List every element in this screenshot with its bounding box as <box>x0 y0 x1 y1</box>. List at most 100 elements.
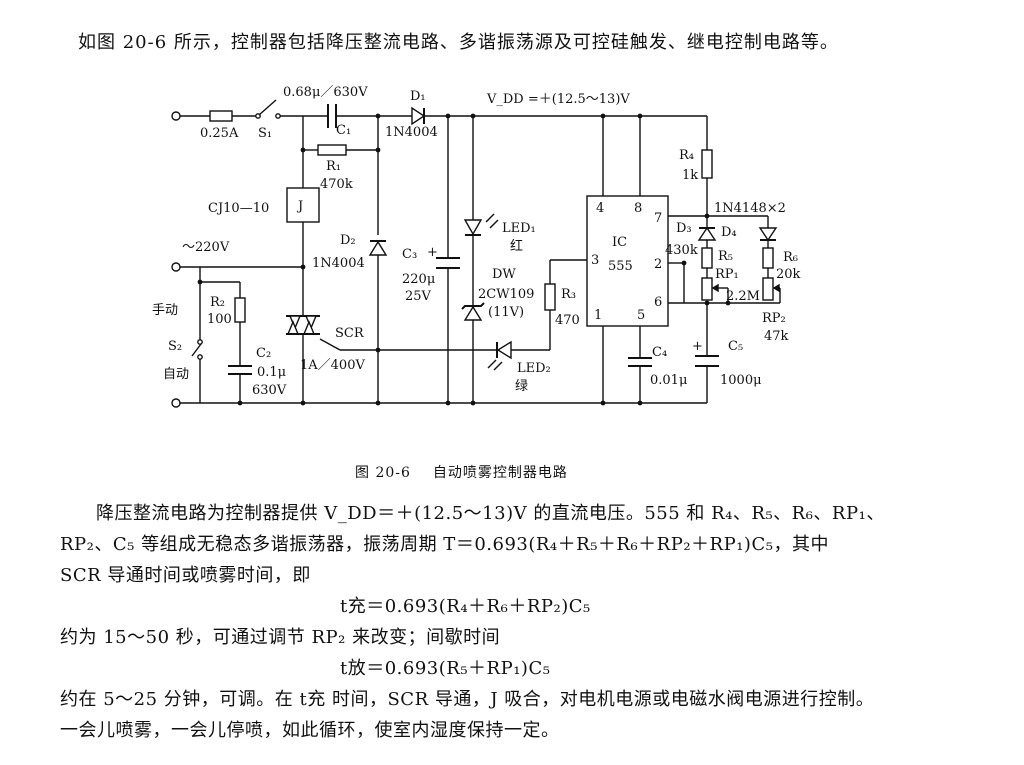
switch-s1-symbol <box>255 99 281 119</box>
formula-charge: t充＝0.693(R₄＋R₆＋RP₂)C₅ <box>340 596 591 617</box>
circuit-diagram: 0.25A S₁ 0.68μ／630V C₁ D₁ 1N4004 V_DD =＋… <box>152 85 801 408</box>
label-pin4: 4 <box>596 201 604 216</box>
resistor-r6-symbol <box>762 247 774 269</box>
figure-title: 自动喷雾控制器电路 <box>432 465 568 481</box>
potentiometer-rp2-symbol <box>762 277 780 301</box>
diode-d4-symbol <box>758 227 778 242</box>
label-pin3: 3 <box>591 253 599 268</box>
label-led1: LED₁ <box>502 221 536 236</box>
terminal-bottom <box>171 398 181 408</box>
label-r5: R₅ <box>718 249 733 264</box>
label-pin1: 1 <box>594 308 602 323</box>
diode-d1-symbol <box>411 106 426 126</box>
label-c3-value: 220μ <box>402 272 435 287</box>
label-r6: R₆ <box>783 250 798 265</box>
diode-d3-symbol <box>697 226 717 241</box>
label-r3: R₃ <box>561 287 576 302</box>
label-d1: D₁ <box>410 89 426 104</box>
capacitor-c3-symbol <box>436 257 460 269</box>
label-dw-volt: (11V) <box>488 305 524 320</box>
label-dw: DW <box>492 267 516 282</box>
body-line: SCR 导通时间或喷雾时间，即 <box>60 565 311 586</box>
label-d2-part: 1N4004 <box>312 256 365 271</box>
label-r1-value: 470k <box>320 177 353 192</box>
label-c1: C₁ <box>336 123 351 138</box>
label-c2-value: 0.1μ <box>257 365 286 380</box>
capacitor-c5-symbol <box>695 355 719 367</box>
resistor-r4-symbol <box>701 149 713 179</box>
label-pin7: 7 <box>654 211 662 226</box>
label-c3-volt: 25V <box>405 289 432 304</box>
label-r5-value: 430k <box>665 243 698 258</box>
label-pin5: 5 <box>637 308 645 323</box>
resistor-r5-symbol <box>701 247 713 269</box>
body-line: 约在 5～25 分钟，可调。在 t充 时间，SCR 导通，J 吸合，对电机电源或… <box>60 689 875 710</box>
label-d4: D₄ <box>721 225 737 240</box>
label-led1-color: 红 <box>510 238 523 254</box>
body-line: 约为 15～50 秒，可通过调节 RP₂ 来改变；间歇时间 <box>60 627 501 648</box>
label-scr-rating: 1A／400V <box>300 358 365 373</box>
label-vdd: V_DD =＋(12.5～13)V <box>486 92 630 107</box>
label-pin6: 6 <box>654 295 662 310</box>
label-pin8: 8 <box>634 201 642 216</box>
resistor-r3-symbol <box>544 283 556 311</box>
label-ic: IC <box>612 235 627 250</box>
fuse-symbol <box>209 110 233 122</box>
figure-number: 图 20-6 <box>355 465 411 481</box>
label-d3: D₃ <box>676 221 692 236</box>
label-led2: LED₂ <box>517 361 551 376</box>
formula-discharge: t放＝0.693(R₅＋RP₁)C₅ <box>340 658 551 679</box>
led1-symbol <box>463 213 499 236</box>
body-line: 降压整流电路为控制器提供 V_DD＝＋(12.5～13)V 的直流电压。555 … <box>96 503 885 524</box>
label-c5: C₅ <box>728 339 743 354</box>
ic-555-block <box>586 195 669 327</box>
label-relay: CJ10—10 <box>208 201 269 216</box>
terminals <box>171 111 181 408</box>
label-r1: R₁ <box>326 159 341 174</box>
plus-c3: + <box>427 245 438 260</box>
label-ac: ～220V <box>182 240 230 255</box>
capacitor-c4-symbol <box>628 357 652 367</box>
label-scr: SCR <box>335 326 365 341</box>
diode-d2-symbol <box>368 240 388 256</box>
zener-dw-symbol <box>461 302 485 321</box>
label-c1-rating: 0.68μ／630V <box>283 85 368 100</box>
label-s2: S₂ <box>168 339 182 354</box>
label-auto: 自动 <box>163 367 189 382</box>
label-rp2: RP₂ <box>762 311 786 326</box>
capacitor-c2-symbol <box>228 365 252 375</box>
label-dw-part: 2CW109 <box>478 287 534 302</box>
label-pin2: 2 <box>654 257 662 272</box>
label-rp1: RP₁ <box>715 267 739 282</box>
label-r2: R₂ <box>210 295 225 310</box>
junction-dots <box>197 113 731 406</box>
figure-caption: 图 20-6 自动喷雾控制器电路 <box>355 462 568 482</box>
intro-paragraph: 如图 20-6 所示，控制器包括降压整流电路、多谐振荡源及可控硅触发、继电控制电… <box>78 32 839 53</box>
body-line: RP₂、C₅ 等组成无稳态多谐振荡器，振荡周期 T＝0.693(R₄＋R₅＋R₆… <box>60 534 829 555</box>
label-r4: R₄ <box>679 148 694 163</box>
label-rp1-value: 2.2M <box>726 289 760 304</box>
body-line: 一会儿喷雾，一会儿停喷，如此循环，使室内湿度保持一定。 <box>60 720 560 741</box>
resistor-r1-symbol <box>317 144 347 156</box>
label-c4: C₄ <box>652 345 667 360</box>
led2-symbol <box>487 340 512 371</box>
label-fuse: 0.25A <box>200 126 239 141</box>
plus-c5: + <box>692 339 703 354</box>
label-d1-part: 1N4004 <box>385 125 438 140</box>
label-c2: C₂ <box>256 346 271 361</box>
potentiometer-rp1-symbol <box>701 277 720 301</box>
terminal-top <box>171 111 181 121</box>
label-c2-volt: 630V <box>252 383 287 398</box>
circuit-wires <box>176 115 781 404</box>
label-r3-value: 470 <box>555 313 580 328</box>
terminal-ac <box>171 262 181 272</box>
label-led2-color: 绿 <box>515 379 528 394</box>
label-manual: 手动 <box>152 303 178 318</box>
label-c5-value: 1000μ <box>720 373 762 388</box>
label-diodes: 1N4148×2 <box>714 201 786 216</box>
capacitor-c1-symbol <box>327 104 337 128</box>
label-r4-value: 1k <box>682 168 698 183</box>
label-c3: C₃ <box>402 247 417 262</box>
scr-symbol <box>286 315 320 335</box>
resistor-r2-symbol <box>234 297 246 323</box>
